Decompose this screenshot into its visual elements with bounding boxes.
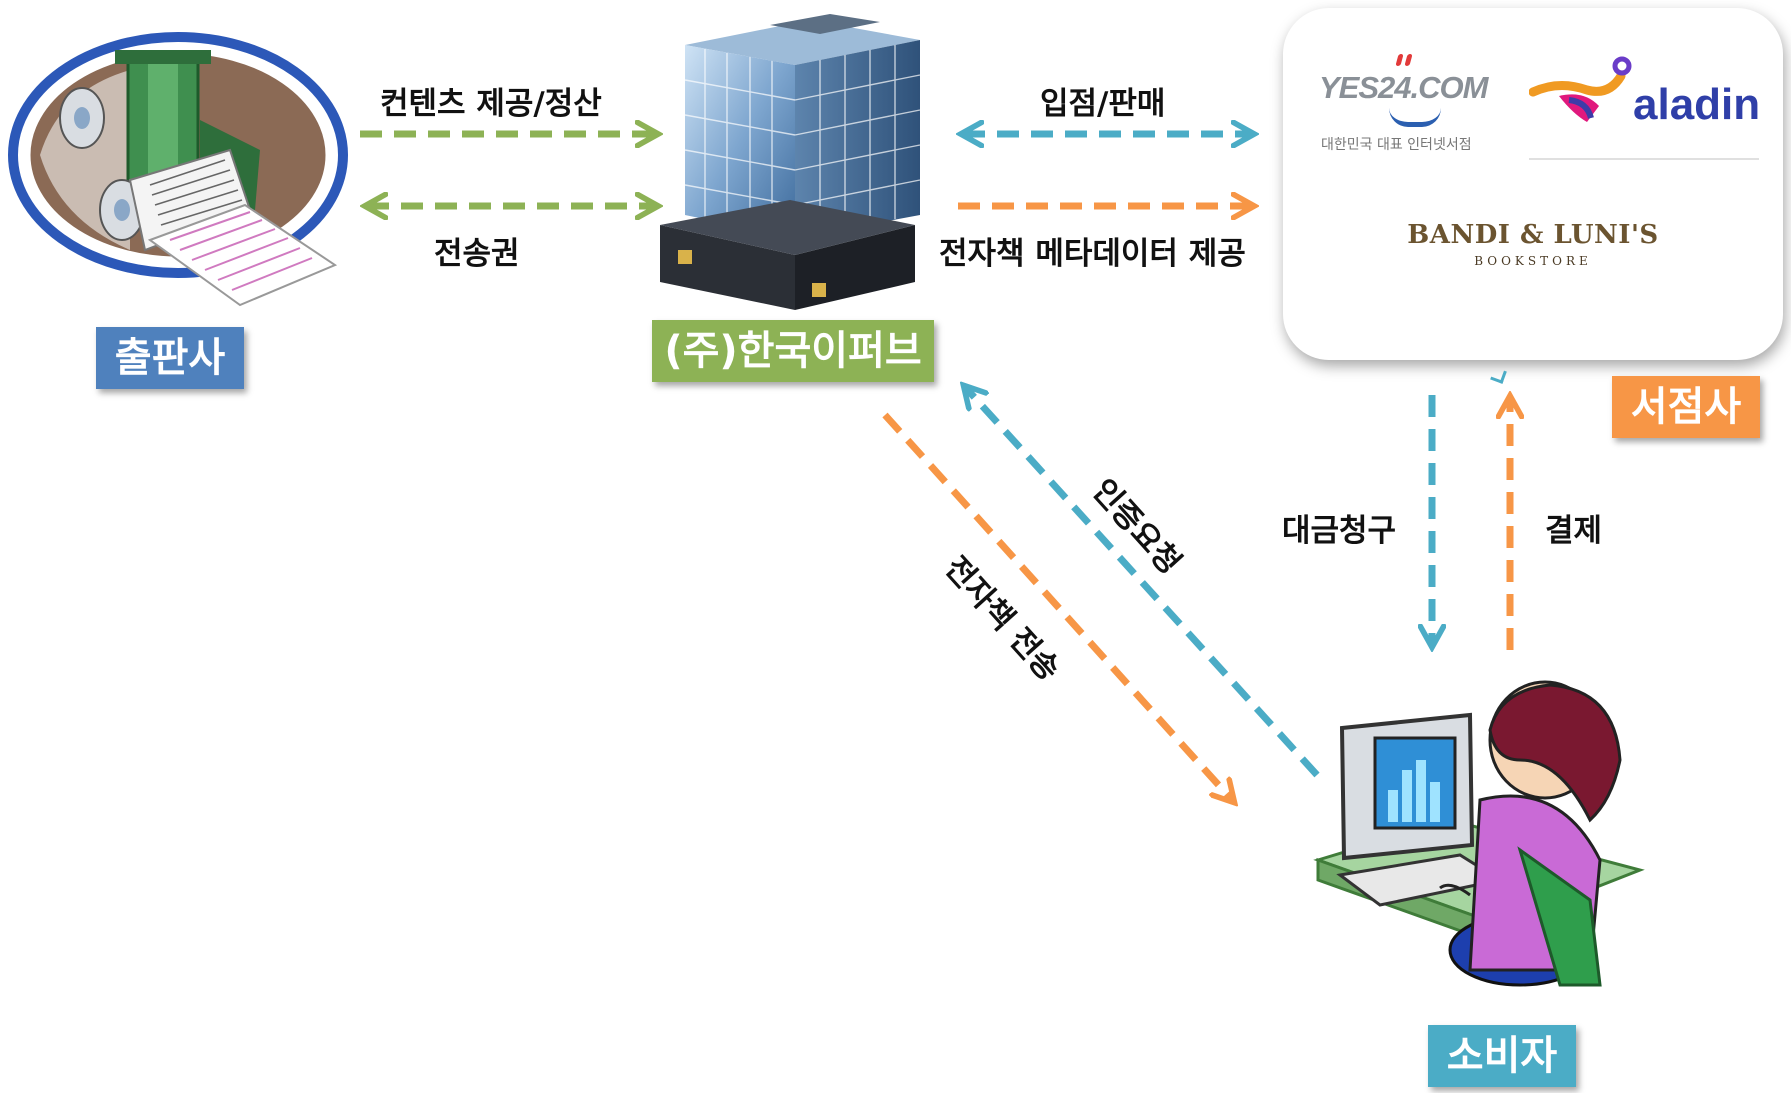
yes24-tagline: 대한민국 대표 인터넷서점 xyxy=(1321,137,1472,153)
label-payment: 결제 xyxy=(1545,513,1603,549)
label-entry-sales: 입점/판매 xyxy=(1040,86,1166,122)
yes24-name: YES24.COM xyxy=(1319,70,1488,105)
bookstore-logos-box: YES24.COM 대한민국 대표 인터넷서점 aladin BANDI & L… xyxy=(1283,8,1783,360)
label-content-supply-settlement: 컨텐츠 제공/정산 xyxy=(380,86,602,122)
bandi-lunis-sub: BOOKSTORE xyxy=(1474,254,1592,268)
bandi-lunis-name: BANDI & LUNI'S xyxy=(1407,220,1659,250)
yes24-logo: YES24.COM 대한민국 대표 인터넷서점 xyxy=(1319,48,1499,158)
genie-lamp-icon xyxy=(1529,56,1632,122)
company-label: (주)한국이퍼브 xyxy=(652,320,934,382)
label-ebook-metadata-supply: 전자책 메타데이터 제공 xyxy=(939,236,1246,272)
aladin-logo: aladin xyxy=(1529,48,1761,160)
arrow-ebook-transmission xyxy=(882,412,1233,801)
aladin-name: aladin xyxy=(1633,80,1761,129)
yes24-logo-top-mark xyxy=(1395,54,1417,66)
consumer-illustration xyxy=(1313,680,1645,987)
consumer-label: 소비자 xyxy=(1428,1025,1576,1087)
arrow-auth-request xyxy=(965,387,1320,778)
office-building-illustration xyxy=(660,14,921,310)
label-transmission-right: 전송권 xyxy=(434,236,520,272)
bookstore-label: 서점사 xyxy=(1612,376,1760,438)
publisher-label: 출판사 xyxy=(96,327,244,389)
bandi-lunis-logo: BANDI & LUNI'S BOOKSTORE xyxy=(1403,220,1663,290)
yes24-smile-mark xyxy=(1389,108,1441,127)
printing-press-illustration xyxy=(8,32,348,307)
label-billing: 대금청구 xyxy=(1282,513,1397,549)
